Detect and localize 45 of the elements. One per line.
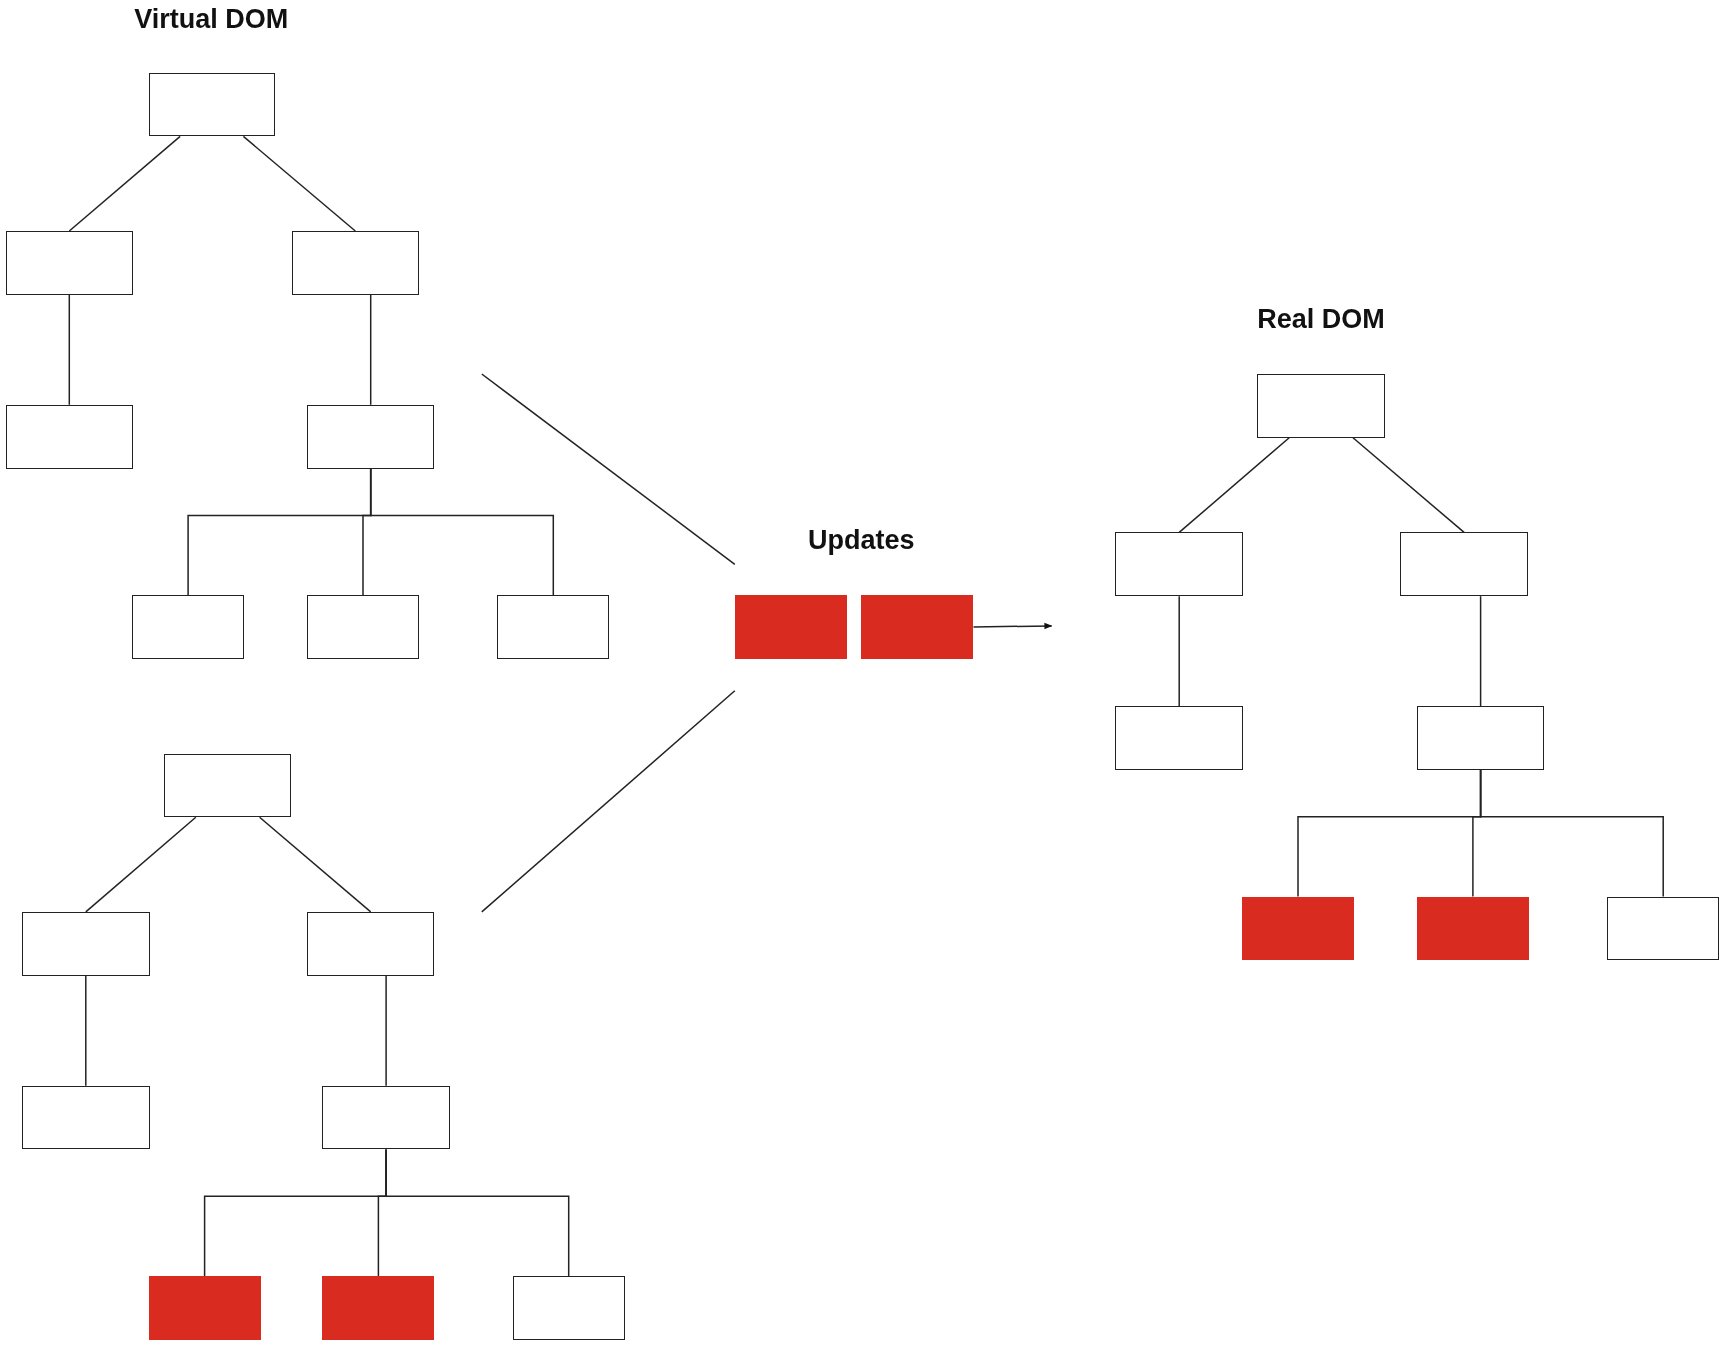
tree-node-box — [132, 595, 245, 659]
changed-node-box — [734, 595, 847, 659]
connector-line — [1479, 595, 1482, 707]
connector-line — [1178, 595, 1180, 707]
arrow — [972, 622, 1053, 630]
tree-node-box — [1115, 706, 1243, 770]
tree-node-box — [291, 231, 420, 295]
tree-node-box — [306, 595, 420, 659]
connector-line — [85, 974, 87, 1087]
connector-line — [385, 1148, 570, 1277]
connector-line — [242, 135, 357, 232]
connector-line — [68, 294, 71, 406]
connector-line — [369, 467, 555, 596]
tree-heading: Updates — [808, 524, 915, 556]
changed-node-box — [148, 1276, 261, 1340]
tree-node-box — [497, 595, 610, 659]
connector-line — [1479, 769, 1664, 898]
tree-node-box — [5, 231, 134, 295]
changed-node-box — [861, 595, 974, 659]
tree-node-box — [1607, 896, 1720, 961]
tree-node-box — [148, 72, 275, 137]
tree-heading: Real DOM — [1257, 303, 1385, 335]
tree-node-box — [512, 1276, 625, 1340]
tree-node-box — [322, 1085, 450, 1150]
tree-node-box — [306, 404, 435, 469]
tree-node-box — [163, 753, 292, 818]
tree-node-box — [22, 911, 150, 976]
changed-node-box — [1241, 896, 1355, 961]
tree-node-box — [5, 404, 134, 469]
connector-line — [1178, 437, 1290, 534]
changed-node-box — [322, 1276, 435, 1340]
tree-node-box — [1115, 532, 1243, 597]
connector-line — [68, 135, 181, 232]
connector-line — [258, 816, 372, 913]
connector-line — [85, 816, 197, 913]
connector-line — [1352, 437, 1465, 534]
changed-node-box — [1416, 896, 1529, 961]
tree-node-box — [22, 1085, 150, 1150]
tree-heading: Virtual DOM — [134, 3, 289, 35]
connector-line — [369, 294, 372, 406]
tree-node-box — [306, 911, 435, 976]
tree-node-box — [1257, 374, 1385, 438]
tree-node-box — [1416, 706, 1545, 770]
tree-node-box — [1400, 532, 1528, 597]
connector-line — [385, 974, 387, 1087]
